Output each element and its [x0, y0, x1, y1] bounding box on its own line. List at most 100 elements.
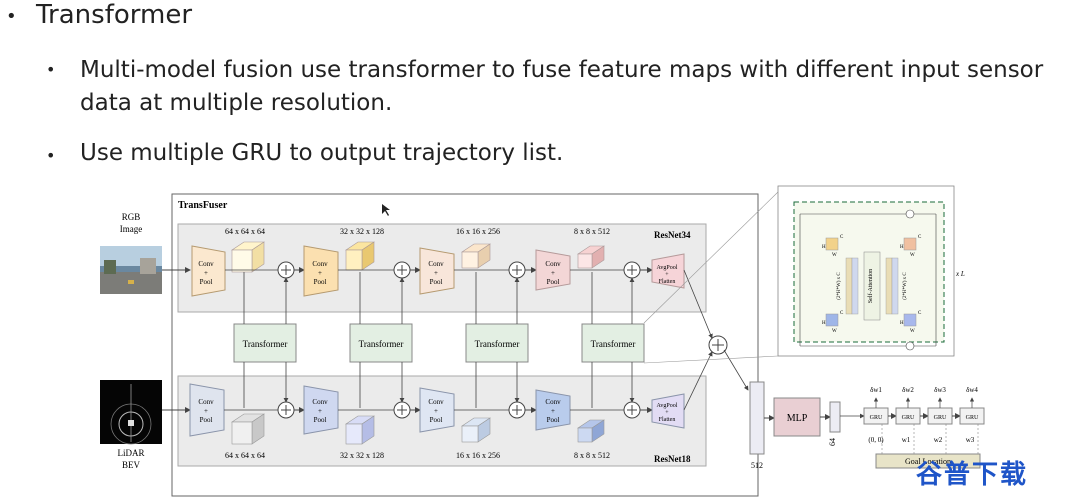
svg-text:+: +: [551, 407, 555, 415]
svg-text:Flatten: Flatten: [659, 417, 676, 423]
diagram-title: TransFuser: [178, 200, 228, 211]
svg-text:+: +: [665, 410, 669, 416]
svg-text:C: C: [840, 235, 844, 240]
feature-cube-top-2: [345, 241, 375, 271]
bullet-dot: •: [6, 6, 17, 27]
repeat-L-label: x L: [955, 270, 965, 278]
lidar-bev-thumbnail: [100, 380, 162, 445]
conv-block-bottom-3: Conv + Pool: [419, 387, 455, 433]
feature-cube-bottom-3: [461, 417, 491, 443]
delta-w4: δw4: [966, 386, 978, 394]
svg-text:Conv: Conv: [312, 260, 328, 268]
svg-text:Pool: Pool: [314, 416, 327, 424]
delta-w3: δw3: [934, 386, 946, 394]
svg-text:Flatten: Flatten: [659, 279, 676, 285]
gru-chain: GRU GRU GRU GRU δw1 δw2 δw3 δw4 (0, 0) w…: [863, 386, 985, 454]
conv-block-top-4: Conv + Pool: [535, 249, 571, 291]
transformer-block-4: Transformer: [581, 323, 645, 363]
svg-text:GRU: GRU: [966, 415, 979, 421]
lidar-label-2: BEV: [122, 460, 141, 470]
svg-text:Conv: Conv: [428, 398, 444, 406]
w2-label: w2: [934, 436, 943, 444]
svg-text:Conv: Conv: [545, 398, 561, 406]
svg-text:H: H: [822, 321, 826, 326]
resnet34-label: ResNet34: [654, 230, 691, 240]
transformer-block-2: Transformer: [349, 323, 413, 363]
conv-block-top-3: Conv + Pool: [419, 247, 455, 295]
svg-text:+: +: [434, 269, 438, 277]
feature-cube-top-4: [577, 245, 605, 269]
feature-cube-top-3: [461, 243, 491, 269]
svg-text:Pool: Pool: [200, 278, 213, 286]
svg-text:Pool: Pool: [430, 278, 443, 286]
svg-text:GRU: GRU: [902, 415, 915, 421]
dim-label-bottom-1: 64 x 64 x 64: [225, 451, 265, 460]
conv-block-top-2: Conv + Pool: [303, 245, 339, 297]
transformer-block-3: Transformer: [465, 323, 529, 363]
gru-cell-4: GRU: [959, 407, 985, 425]
transfuser-diagram: TransFuser ResNet34 ResNet18 RGB Image L…: [100, 185, 985, 497]
gru-cell-2: GRU: [895, 407, 921, 425]
feature-cube-bottom-2: [345, 415, 375, 445]
svg-text:GRU: GRU: [934, 415, 947, 421]
vector-512: [749, 381, 765, 455]
svg-text:(2*H*W) x C: (2*H*W) x C: [837, 272, 842, 300]
svg-text:MLP: MLP: [787, 413, 808, 424]
rgb-label: RGB: [122, 212, 141, 222]
dim-label-top-2: 32 x 32 x 128: [340, 227, 384, 236]
svg-text:AvgPool: AvgPool: [657, 403, 678, 409]
conv-block-bottom-2: Conv + Pool: [303, 385, 339, 435]
svg-text:C: C: [840, 311, 844, 316]
watermark-logo: 谷普下载: [915, 460, 1028, 490]
dim-64-label: 64: [828, 438, 837, 446]
svg-text:(2*H*W) x C: (2*H*W) x C: [903, 272, 908, 300]
dim-label-bottom-2: 32 x 32 x 128: [340, 451, 384, 460]
conv-block-bottom-1: Conv + Pool: [189, 383, 225, 437]
resnet18-label: ResNet18: [654, 454, 691, 464]
rgb-label-2: Image: [120, 224, 143, 234]
svg-text:+: +: [204, 269, 208, 277]
transformer-block-1: Transformer: [233, 323, 297, 363]
svg-text:W: W: [832, 253, 837, 258]
svg-text:Pool: Pool: [314, 278, 327, 286]
rgb-image-thumbnail: [100, 246, 162, 294]
svg-text:Conv: Conv: [545, 260, 561, 268]
svg-text:Conv: Conv: [312, 398, 328, 406]
svg-text:Pool: Pool: [200, 416, 213, 424]
dim-label-bottom-3: 16 x 16 x 256: [456, 451, 500, 460]
svg-text:Conv: Conv: [198, 398, 214, 406]
svg-text:H: H: [822, 245, 826, 250]
svg-text:Conv: Conv: [198, 260, 214, 268]
svg-text:Transformer: Transformer: [475, 339, 520, 349]
svg-text:H: H: [900, 321, 904, 326]
conv-block-bottom-4: Conv + Pool: [535, 389, 571, 431]
avgpool-block-bottom: AvgPool + Flatten: [651, 393, 685, 429]
transformer-detail-inset: x L H C W H C W (2*H*W) x C Self-Attenti…: [777, 185, 965, 357]
svg-text:H: H: [900, 245, 904, 250]
svg-text:Pool: Pool: [547, 278, 560, 286]
svg-text:W: W: [832, 329, 837, 334]
origin-label: (0, 0): [868, 436, 884, 444]
w1-label: w1: [902, 436, 911, 444]
gru-cell-3: GRU: [927, 407, 953, 425]
dim-label-bottom-4: 8 x 8 x 512: [574, 451, 610, 460]
goal-location-box: Goal Location: [875, 453, 981, 469]
svg-text:W: W: [910, 329, 915, 334]
dim-512-label: 512: [751, 461, 763, 470]
w3-label: w3: [966, 436, 975, 444]
svg-text:+: +: [318, 407, 322, 415]
dim-label-top-3: 16 x 16 x 256: [456, 227, 500, 236]
feature-cube-top-1: [231, 241, 265, 273]
delta-w1: δw1: [870, 386, 882, 394]
svg-text:Goal Location: Goal Location: [905, 457, 951, 466]
svg-text:C: C: [918, 311, 922, 316]
feature-cube-bottom-1: [231, 413, 265, 445]
bullet-1: Multi-model fusion use transformer to fu…: [80, 57, 1044, 116]
mlp-block: MLP: [773, 397, 821, 437]
dim-label-top-4: 8 x 8 x 512: [574, 227, 610, 236]
svg-text:Pool: Pool: [430, 416, 443, 424]
svg-text:Conv: Conv: [428, 260, 444, 268]
lidar-label: LiDAR: [118, 448, 145, 458]
svg-text:C: C: [918, 235, 922, 240]
bullet-dot: •: [46, 146, 56, 165]
